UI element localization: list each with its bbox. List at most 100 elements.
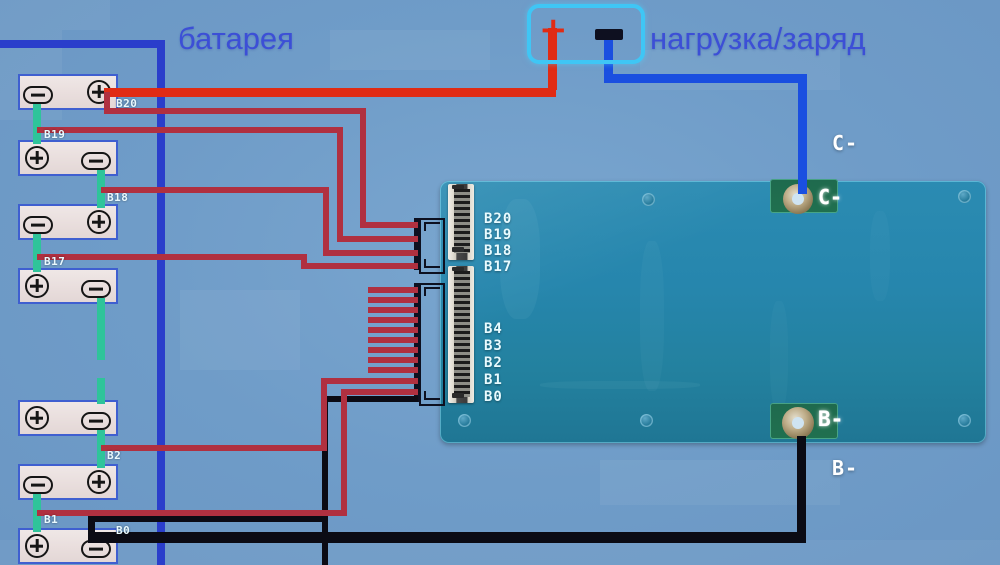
tap-label-b1: B1 xyxy=(44,513,59,526)
c-minus-pad-label: C- xyxy=(818,185,843,209)
wire-stub-pin xyxy=(368,317,418,323)
board-label-b17: B17 xyxy=(484,259,513,275)
wire-sense-b17-riser xyxy=(301,254,307,269)
b-minus-pad-hole xyxy=(792,417,804,429)
board-label-b19: B19 xyxy=(484,227,513,243)
wire-sense-b18-riser xyxy=(323,187,329,254)
cell-terminal-minus xyxy=(23,213,55,235)
tap-label-b19: B19 xyxy=(44,128,66,141)
pcb-scratch xyxy=(540,381,700,389)
board-screw xyxy=(458,414,471,427)
jst-notch xyxy=(452,185,464,189)
cell-terminal-plus xyxy=(24,533,50,559)
wire-pack-negative-vertical xyxy=(157,40,165,565)
cell-terminal-plus xyxy=(86,469,112,495)
wire-sense-b19-riser xyxy=(337,127,343,240)
tap-label-b18: B18 xyxy=(107,191,129,204)
tap-label-b2: B2 xyxy=(107,449,122,462)
bg-blotch xyxy=(0,0,110,30)
cell-link-green xyxy=(97,298,105,360)
wire-stub-pin xyxy=(368,367,418,373)
bg-blotch xyxy=(330,30,490,70)
wire-b0-sense-riser xyxy=(322,396,328,518)
jst-notch xyxy=(452,267,464,271)
load-minus-symbol xyxy=(595,29,623,40)
board-screw xyxy=(642,193,655,206)
wire-sense-b2-into-plug xyxy=(321,378,418,384)
wire-stub-pin xyxy=(368,297,418,303)
wire-sense-b19-horizontal xyxy=(37,127,343,133)
wire-sense-b20-riser xyxy=(360,108,366,224)
wire-stub-pin xyxy=(368,287,418,293)
plug-upper-clip-top xyxy=(424,222,440,231)
wire-sense-b1-horizontal xyxy=(37,510,347,516)
load-charge-heading: нагрузка/заряд xyxy=(650,21,866,56)
c-minus-pad-hole xyxy=(792,193,804,205)
wire-stub-pin xyxy=(368,347,418,353)
battery-heading: батарея xyxy=(178,21,294,56)
bg-blotch xyxy=(0,540,1000,565)
wire-sense-b1-into-plug xyxy=(341,389,418,395)
plug-lower-clip-bottom xyxy=(424,391,440,400)
cell-link-green xyxy=(33,234,41,272)
wire-sense-b1-riser xyxy=(341,389,347,516)
wire-load-negative-horizontal xyxy=(604,74,807,83)
board-screw xyxy=(958,190,971,203)
cell-terminal-minus xyxy=(81,277,113,299)
jst-pins-upper xyxy=(454,189,470,253)
cell-terminal-plus xyxy=(24,145,50,171)
tap-label-b17: B17 xyxy=(44,255,66,268)
wire-stub-pin xyxy=(368,357,418,363)
plug-upper-clip-bottom xyxy=(424,259,440,268)
wire-sense-b19-into-plug xyxy=(337,236,418,242)
wire-sense-b20-horizontal xyxy=(104,108,366,114)
b-minus-pad-label: B- xyxy=(818,407,844,431)
bg-blotch xyxy=(180,290,300,370)
plug-upper-backbone xyxy=(414,218,420,270)
wire-stub-pin xyxy=(368,307,418,313)
pcb-scratch xyxy=(770,301,788,411)
board-label-b18: B18 xyxy=(484,243,513,259)
load-plus-symbol: + xyxy=(539,10,568,50)
wire-b0-to-connector xyxy=(88,516,328,522)
cell-link-green xyxy=(97,378,105,404)
tap-label-b20: B20 xyxy=(116,97,138,110)
wire-sense-b17-horizontal xyxy=(37,254,307,260)
wire-pack-negative-horizontal xyxy=(0,40,165,48)
wire-sense-b2-horizontal xyxy=(101,445,327,451)
wire-sense-b17-into-plug xyxy=(301,263,418,269)
cell-terminal-plus xyxy=(86,209,112,235)
wire-sense-b18-horizontal xyxy=(101,187,329,193)
wire-pack-positive-vertical xyxy=(548,28,557,90)
wire-sense-b20-drop xyxy=(104,92,110,112)
jst-notch xyxy=(452,247,464,252)
cell-link-green xyxy=(33,104,41,144)
wire-load-negative-vertical-top xyxy=(604,34,613,82)
wire-load-negative-to-c-minus xyxy=(798,74,807,194)
wire-sense-b20-into-plug xyxy=(360,222,418,228)
tap-label-b0: B0 xyxy=(116,524,131,537)
b-minus-external-label: B- xyxy=(832,456,859,480)
board-label-b2: B2 xyxy=(484,355,503,371)
board-label-b4: B4 xyxy=(484,321,503,337)
wire-stub-pin xyxy=(368,327,418,333)
cell-terminal-minus xyxy=(23,83,55,105)
load-charge-terminal-box[interactable] xyxy=(527,4,645,64)
plug-lower-shell xyxy=(419,283,445,406)
cell-terminal-minus xyxy=(81,409,113,431)
wire-stub-pin xyxy=(368,337,418,343)
wire-sense-b18-into-plug xyxy=(323,250,418,256)
plug-upper-shell xyxy=(419,218,445,274)
wire-b-minus-horizontal-bottom xyxy=(88,532,806,543)
wire-b0-sense-to-plug xyxy=(322,396,418,402)
c-minus-external-label: C- xyxy=(832,131,859,155)
board-screw xyxy=(640,414,653,427)
board-label-b0: B0 xyxy=(484,389,503,405)
cell-terminal-minus xyxy=(81,149,113,171)
board-label-b3: B3 xyxy=(484,338,503,354)
board-screw xyxy=(958,414,971,427)
bms-board: C- B- B20 B19 B18 B17 B4 B3 B2 B1 B0 xyxy=(440,179,986,443)
pcb-scratch xyxy=(870,211,890,301)
cell-terminal-plus xyxy=(24,273,50,299)
